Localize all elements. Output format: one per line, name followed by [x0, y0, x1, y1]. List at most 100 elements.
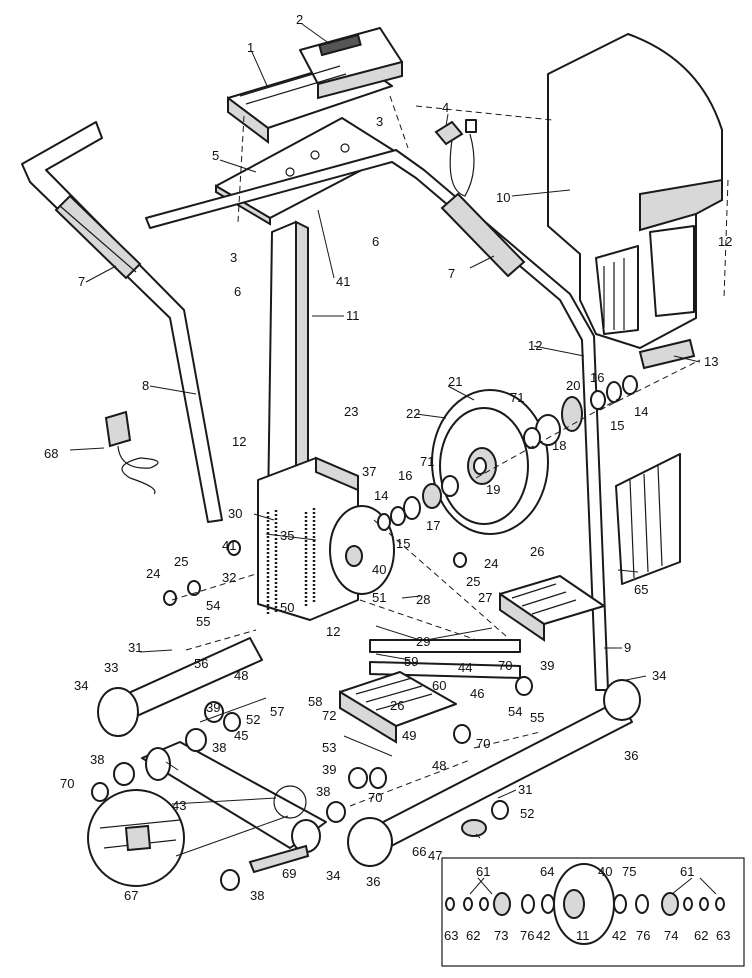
- label-part-47: 47: [428, 848, 442, 863]
- label-part-56: 56: [194, 656, 208, 671]
- label-part-24b: 24: [484, 556, 498, 571]
- label-part-43: 43: [172, 798, 186, 813]
- label-part-60: 60: [432, 678, 446, 693]
- rod: [248, 844, 310, 874]
- label-part-62a: 62: [466, 928, 480, 943]
- label-part-25b: 25: [466, 574, 480, 589]
- label-part-28: 28: [416, 592, 430, 607]
- flywheel: [431, 389, 561, 535]
- base-frame: [97, 637, 641, 867]
- label-part-2: 2: [296, 12, 303, 27]
- label-part-62b: 62: [694, 928, 708, 943]
- label-part-66: 66: [412, 844, 426, 859]
- label-part-7b: 7: [448, 266, 455, 281]
- label-part-70b: 70: [498, 658, 512, 673]
- label-part-31b: 31: [518, 782, 532, 797]
- label-part-11b: 11: [576, 928, 590, 943]
- label-part-1: 1: [247, 40, 254, 55]
- label-part-61b: 61: [680, 864, 694, 879]
- label-part-3b: 3: [230, 250, 237, 265]
- label-part-75: 75: [622, 864, 636, 879]
- label-part-36a: 36: [624, 748, 638, 763]
- label-part-73: 73: [494, 928, 508, 943]
- label-part-70d: 70: [368, 790, 382, 805]
- label-part-42b: 42: [612, 928, 626, 943]
- label-part-34a: 34: [74, 678, 88, 693]
- console-plate: [215, 117, 397, 226]
- label-part-16a: 16: [590, 370, 604, 385]
- label-part-71a: 71: [510, 390, 524, 405]
- label-part-39a: 39: [206, 700, 220, 715]
- label-part-12a: 12: [718, 234, 732, 249]
- label-part-69: 69: [282, 866, 296, 881]
- label-part-25a: 25: [174, 554, 188, 569]
- label-part-4: 4: [442, 100, 449, 115]
- power-adapter: [104, 410, 159, 495]
- callout-lines: [69, 23, 717, 895]
- label-part-54b: 54: [508, 704, 522, 719]
- label-part-64: 64: [540, 864, 554, 879]
- label-part-23: 23: [344, 404, 358, 419]
- label-part-74: 74: [664, 928, 678, 943]
- label-part-12b: 12: [528, 338, 542, 353]
- drive-pulley: [329, 505, 507, 649]
- label-part-12c: 12: [232, 434, 246, 449]
- left-handlebar: [21, 121, 223, 523]
- label-part-45: 45: [234, 728, 248, 743]
- label-part-71b: 71: [420, 454, 434, 469]
- label-part-53: 53: [322, 740, 336, 755]
- label-part-34b: 34: [652, 668, 666, 683]
- label-part-22: 22: [406, 406, 420, 421]
- label-part-39b: 39: [540, 658, 554, 673]
- label-part-55a: 55: [196, 614, 210, 629]
- label-part-14b: 14: [374, 488, 388, 503]
- label-part-54a: 54: [206, 598, 220, 613]
- label-part-15b: 15: [396, 536, 410, 551]
- label-part-19: 19: [486, 482, 500, 497]
- label-part-70c: 70: [476, 736, 490, 751]
- label-part-57: 57: [270, 704, 284, 719]
- label-part-40: 40: [372, 562, 386, 577]
- label-part-49: 49: [402, 728, 416, 743]
- label-part-26b: 26: [390, 698, 404, 713]
- label-part-36b: 36: [366, 874, 380, 889]
- label-part-58: 58: [308, 694, 322, 709]
- label-part-72: 72: [322, 708, 336, 723]
- adapter-clip: [434, 119, 477, 197]
- inset-detail: [441, 857, 745, 967]
- label-part-10: 10: [496, 190, 510, 205]
- label-part-59: 59: [404, 654, 418, 669]
- rear-shroud: [547, 33, 723, 349]
- label-part-24a: 24: [146, 566, 160, 581]
- label-part-34c: 34: [326, 868, 340, 883]
- pedal-center: [339, 671, 457, 744]
- pedal-arm: [141, 741, 327, 853]
- label-part-18: 18: [552, 438, 566, 453]
- label-part-12d: 12: [326, 624, 340, 639]
- part-labels: 1 2 3 3 4 5 6 6 7 7 8 9 10 11 12 12 12 1…: [44, 12, 732, 943]
- label-part-48a: 48: [234, 668, 248, 683]
- center-bearings: [377, 475, 459, 531]
- label-part-35: 35: [280, 528, 294, 543]
- label-part-33: 33: [104, 660, 118, 675]
- label-part-30: 30: [228, 506, 242, 521]
- label-part-3a: 3: [376, 114, 383, 129]
- label-part-42a: 42: [536, 928, 550, 943]
- label-part-31a: 31: [128, 640, 142, 655]
- label-part-38d: 38: [250, 888, 264, 903]
- label-part-26a: 26: [530, 544, 544, 559]
- label-part-55b: 55: [530, 710, 544, 725]
- label-part-8: 8: [142, 378, 149, 393]
- label-part-29: 29: [416, 634, 430, 649]
- label-part-38b: 38: [212, 740, 226, 755]
- label-part-67: 67: [124, 888, 138, 903]
- detail-circle: [87, 785, 307, 887]
- label-part-32: 32: [222, 570, 236, 585]
- console-assembly: [227, 27, 403, 144]
- axle-assembly: [561, 338, 696, 432]
- assembly-guides: [171, 95, 729, 807]
- label-part-16b: 16: [398, 468, 412, 483]
- label-part-41a: 41: [336, 274, 350, 289]
- label-part-48b: 48: [432, 758, 446, 773]
